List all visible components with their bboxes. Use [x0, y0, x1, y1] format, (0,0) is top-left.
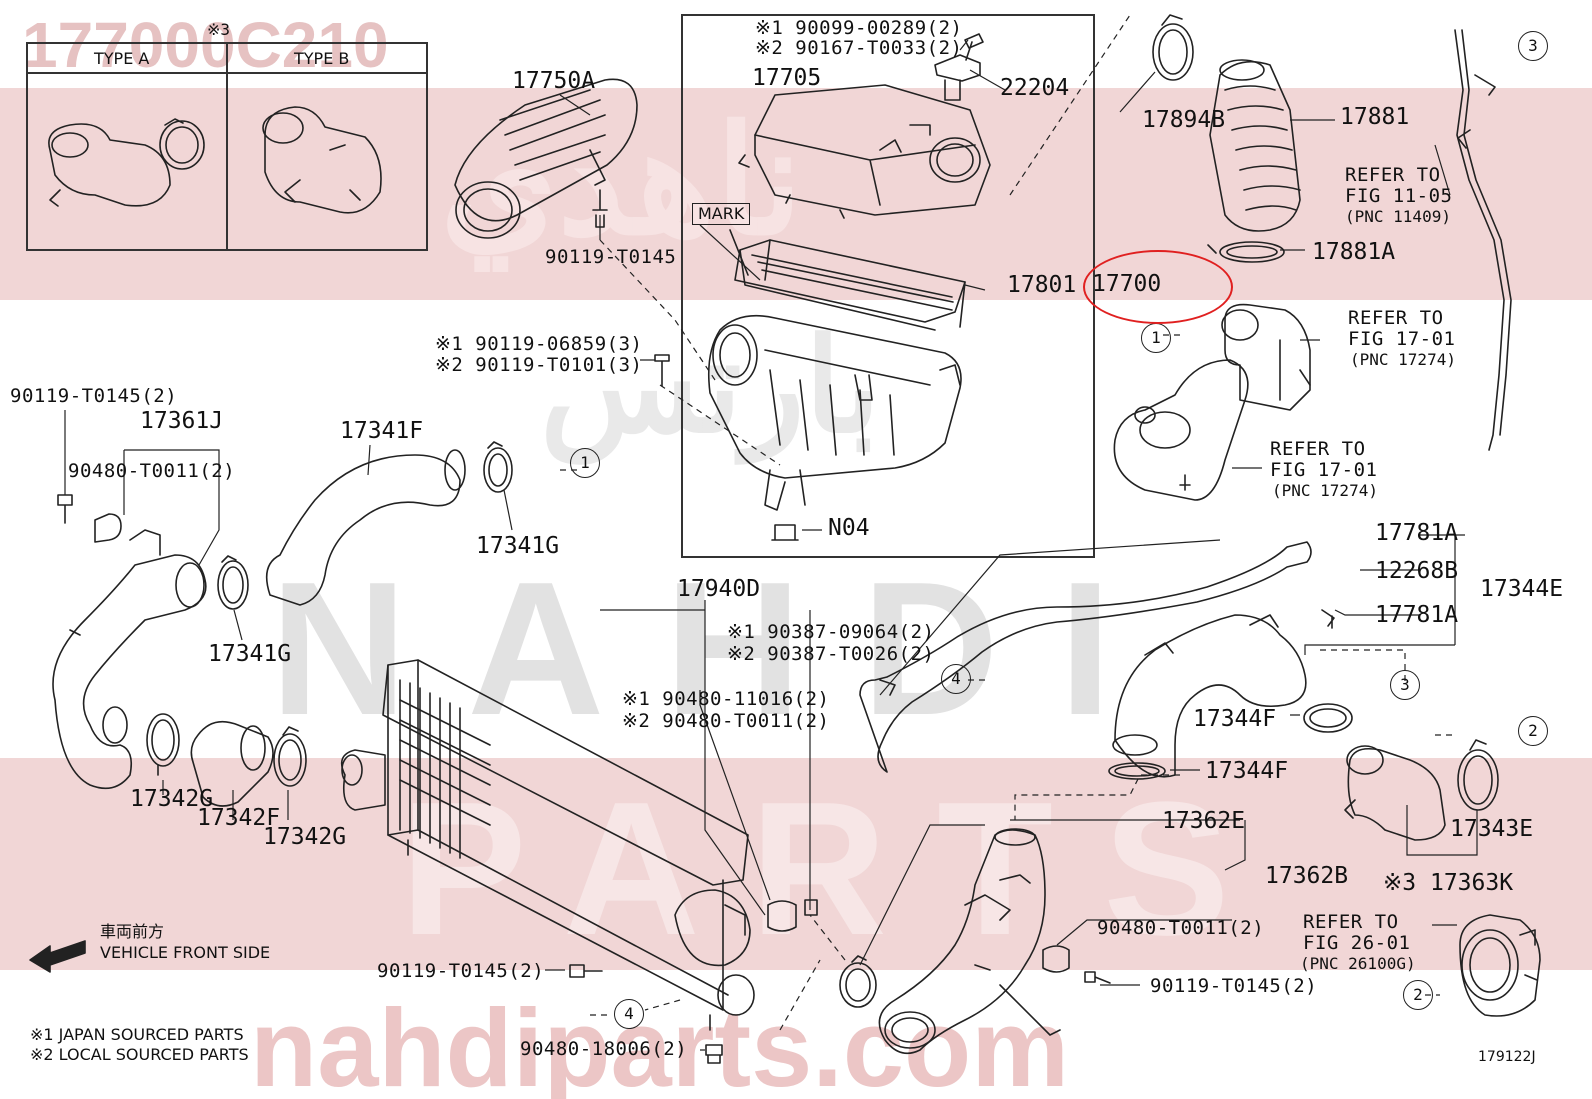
label-17894B: 17894B	[1142, 107, 1226, 133]
refer-fig-17-01b-line3: (PNC 17274)	[1272, 481, 1378, 500]
label-17344F: 17344F	[1193, 706, 1277, 732]
label-90119-T0145: 90119-T0145	[545, 246, 677, 268]
label-90480-11016: ※1 90480-11016(2)	[622, 688, 830, 710]
refer-fig-17-01b-line2: FIG 17-01	[1270, 459, 1378, 481]
refer-fig-26-01-line3: (PNC 26100G)	[1300, 954, 1416, 973]
label-90480-18006: 90480-18006(2)	[520, 1038, 688, 1060]
label-90167-T0033: ※2 90167-T0033(2)	[755, 37, 963, 59]
callout-2: 2	[1518, 716, 1548, 746]
label-17342F: 17342F	[197, 805, 281, 831]
refer-fig-17-01b-line1: REFER TO	[1270, 438, 1366, 460]
refer-fig-17-01-line3: (PNC 17274)	[1350, 350, 1456, 369]
label-90099-00289: ※1 90099-00289(2)	[755, 17, 963, 39]
legend-japan-sourced: ※1 JAPAN SOURCED PARTS	[30, 1025, 244, 1044]
highlight-ring-17700	[1083, 250, 1233, 324]
label-90480-T0011-2: 90480-T0011(2)	[68, 460, 236, 482]
callout-3: 3	[1390, 670, 1420, 700]
refer-fig-26-01-line1: REFER TO	[1303, 911, 1399, 933]
label-17361J: 17361J	[140, 408, 224, 434]
label-90387-09064: ※1 90387-09064(2)	[727, 621, 935, 643]
label-17341G: 17341G	[208, 641, 292, 667]
label-17705: 17705	[752, 65, 822, 91]
watermark-band-bottom	[0, 758, 1592, 970]
label-90119-06859: ※1 90119-06859(3)	[435, 333, 643, 355]
label-17750A: 17750A	[512, 68, 596, 94]
label-17700: 17700	[1092, 271, 1162, 297]
watermark-brand-arabic: ناهدي	[440, 97, 803, 265]
callout-4: 4	[941, 664, 971, 694]
label-90119-T0145-2: 90119-T0145(2)	[10, 385, 178, 407]
callout-3: 3	[1518, 31, 1548, 61]
type-a-header: TYPE A	[94, 49, 150, 68]
refer-fig-26-01-line2: FIG 26-01	[1303, 932, 1411, 954]
type-table-note: ※3	[207, 20, 231, 39]
refer-fig-11-05-line2: FIG 11-05	[1345, 185, 1453, 207]
label-90387-T0026: ※2 90387-T0026(2)	[727, 643, 935, 665]
callout-4: 4	[614, 999, 644, 1029]
label-17342G: 17342G	[263, 824, 347, 850]
label-90119-T0145-2c: 90119-T0145(2)	[1150, 975, 1318, 997]
label-17342G: 17342G	[130, 786, 214, 812]
refer-fig-17-01-line1: REFER TO	[1348, 307, 1444, 329]
watermark-part-number: 177000C210	[22, 9, 389, 81]
label-12268B: 12268B	[1375, 558, 1459, 584]
vehicle-front-en: VEHICLE FRONT SIDE	[100, 943, 271, 962]
label-17781A: 17781A	[1375, 520, 1459, 546]
legend-local-sourced: ※2 LOCAL SOURCED PARTS	[30, 1045, 249, 1064]
label-17344E: 17344E	[1480, 576, 1564, 602]
watermark-brand-latin-2: PARTS	[400, 763, 1280, 975]
label-17781A: 17781A	[1375, 602, 1459, 628]
label-17940D: 17940D	[677, 576, 761, 602]
label-17341F: 17341F	[340, 418, 424, 444]
label-90480-T0011-2c: 90480-T0011(2)	[1097, 917, 1265, 939]
callout-2: 2	[1403, 980, 1433, 1010]
vehicle-front-jp: 車両前方	[100, 922, 165, 941]
callout-1: 1	[1141, 323, 1171, 353]
watermark-site: nahdiparts.com	[250, 987, 1070, 1099]
label-17343E: 17343E	[1450, 816, 1534, 842]
label-17801: 17801	[1007, 272, 1077, 298]
label-17362B: 17362B	[1265, 863, 1349, 889]
watermark-brand-arabic-2: بارتس	[540, 313, 881, 459]
label-17341G: 17341G	[476, 533, 560, 559]
label-90119-T0101: ※2 90119-T0101(3)	[435, 354, 643, 376]
refer-fig-11-05-line3: (PNC 11409)	[1345, 207, 1451, 226]
label-17881A: 17881A	[1312, 239, 1396, 265]
label-mark: MARK	[692, 203, 751, 225]
callout-1: 1	[570, 448, 600, 478]
label-90480-T0011-2b: ※2 90480-T0011(2)	[622, 710, 830, 732]
label-22204: 22204	[1000, 75, 1070, 101]
label-17363K: ※3 17363K	[1383, 870, 1514, 896]
label-N04: N04	[828, 515, 870, 541]
refer-fig-11-05-line1: REFER TO	[1345, 164, 1441, 186]
figure-number: 179122J	[1478, 1049, 1536, 1065]
refer-fig-17-01-line2: FIG 17-01	[1348, 328, 1456, 350]
label-90119-T0145-2b: 90119-T0145(2)	[377, 960, 545, 982]
type-b-header: TYPE B	[294, 49, 350, 68]
type-table: TYPE A TYPE B	[26, 42, 428, 251]
label-17362E: 17362E	[1162, 808, 1246, 834]
label-17881: 17881	[1340, 104, 1410, 130]
label-17344F: 17344F	[1205, 758, 1289, 784]
